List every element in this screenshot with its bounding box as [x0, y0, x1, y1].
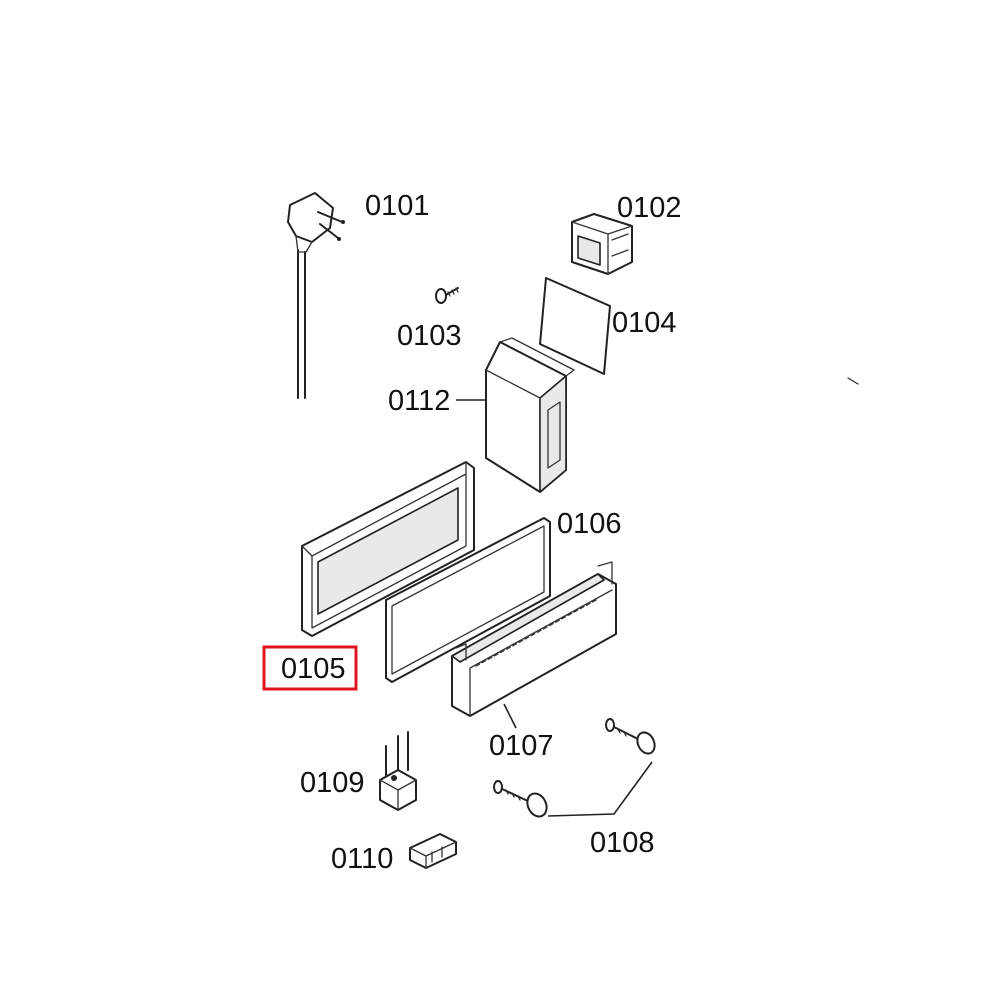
screws-0108-drawing[interactable]	[493, 718, 658, 820]
part-label-0112: 0112	[388, 385, 450, 417]
housing-drawing[interactable]	[485, 337, 575, 493]
switch-drawing[interactable]	[379, 731, 417, 811]
transformer-drawing[interactable]	[571, 213, 633, 275]
part-label-0104: 0104	[612, 307, 677, 339]
part-label-0109: 0109	[300, 767, 365, 799]
insulating-sheet-drawing[interactable]	[539, 277, 611, 375]
part-label-0102: 0102	[617, 192, 682, 224]
part-label-0101: 0101	[365, 190, 430, 222]
screw-0103-drawing[interactable]	[435, 287, 459, 304]
part-label-0107: 0107	[489, 730, 554, 762]
frame-drawing[interactable]	[301, 461, 475, 637]
part-label-0110: 0110	[331, 843, 393, 875]
part-label-0108: 0108	[590, 827, 655, 859]
part-label-0106: 0106	[557, 508, 622, 540]
power-cord-plug-drawing[interactable]	[287, 192, 345, 399]
panel-drawing[interactable]	[385, 517, 551, 683]
part-label-0105: 0105	[281, 653, 346, 685]
highlight-box-0105	[262, 645, 358, 691]
stray-mark	[847, 377, 859, 385]
clip-drawing[interactable]	[409, 833, 457, 869]
control-strip-drawing[interactable]	[451, 561, 617, 717]
part-label-0103: 0103	[397, 320, 462, 352]
